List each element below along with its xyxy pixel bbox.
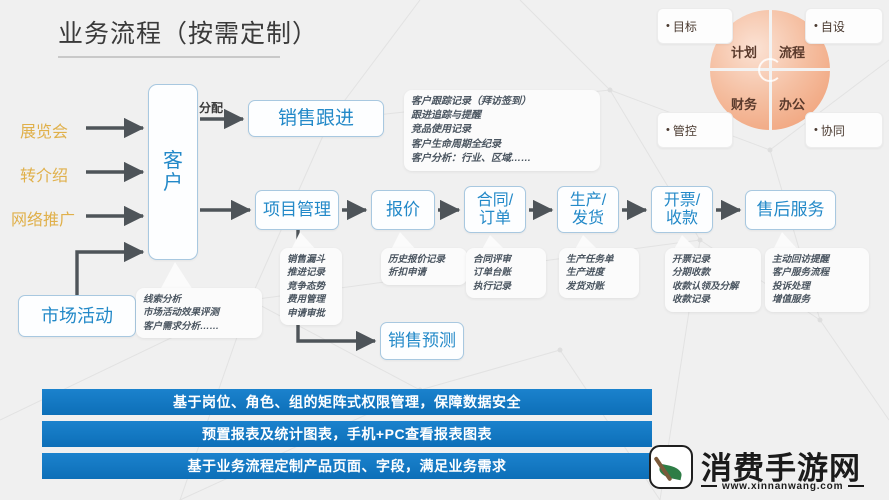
node-customer-line1: 客 xyxy=(163,149,183,172)
note-quotation: 历史报价记录 折扣申请 xyxy=(381,248,467,285)
corner-card-collaboration-label: 协同 xyxy=(820,123,845,138)
bullet-icon: • xyxy=(666,124,670,136)
note-sales-follow-up: 客户跟踪记录（拜访签到） 跟进追踪与提醒 竞品使用记录 客户生命周期全纪录 客户… xyxy=(404,90,600,171)
node-sales-forecast[interactable]: 销售预测 xyxy=(380,322,464,360)
node-after-sales-service[interactable]: 售后服务 xyxy=(745,190,836,230)
rule-right xyxy=(848,485,865,487)
source-label-referral: 转介绍 xyxy=(20,168,69,185)
watermark-site-name: 消费手游网 xyxy=(701,451,861,486)
node-market-activity[interactable]: 市场活动 xyxy=(18,295,136,337)
source-label-online-promotion: 网络推广 xyxy=(11,212,76,229)
banner-customization[interactable]: 基于业务流程定制产品页面、字段，满足业务需求 xyxy=(42,453,652,479)
node-quotation[interactable]: 报价 xyxy=(371,190,435,230)
watermark-url-row: www.xinnanwang.com xyxy=(701,480,883,492)
source-label-exhibition: 展览会 xyxy=(20,124,69,141)
corner-card-collaboration[interactable]: • 协同 xyxy=(805,112,883,148)
node-contract-order[interactable]: 合同/ 订单 xyxy=(464,186,526,233)
banner-permissions[interactable]: 基于岗位、角色、组的矩阵式权限管理，保障数据安全 xyxy=(42,389,652,415)
logo-icon xyxy=(649,445,693,489)
corner-card-control-label: 管控 xyxy=(672,123,697,138)
note-after-sales-service: 主动回访提醒 客户服务流程 投诉处理 增值服务 xyxy=(765,248,869,312)
node-sales-follow-up[interactable]: 销售跟进 xyxy=(248,100,384,137)
quadrant-label-plan: 计划 xyxy=(731,45,758,60)
site-watermark: 消费手游网 www.xinnanwang.com xyxy=(649,443,883,495)
rule-left xyxy=(701,485,717,487)
banner-reports[interactable]: 预置报表及统计图表，手机+PC查看报表图表 xyxy=(42,421,652,447)
quadrant-diagram: 计划 流程 财务 办公 • 目标 • 自设 • 管控 • 协同 xyxy=(655,2,885,170)
node-production-shipment[interactable]: 生产/ 发货 xyxy=(557,186,619,233)
corner-card-goal-label: 目标 xyxy=(672,19,697,34)
note-production-shipment: 生产任务单 生产进度 发货对账 xyxy=(559,248,639,299)
quadrant-label-finance: 财务 xyxy=(731,97,758,112)
note-invoice-payment: 开票记录 分期收款 收款认领及分解 收款记录 xyxy=(665,248,761,312)
title-underline xyxy=(58,56,280,58)
corner-card-self-config-label: 自设 xyxy=(820,19,845,34)
node-customer-line2: 户 xyxy=(163,172,183,194)
node-invoice-payment[interactable]: 开票/ 收款 xyxy=(651,186,713,233)
corner-card-goal[interactable]: • 目标 xyxy=(657,8,733,44)
bullet-icon: • xyxy=(814,124,818,136)
note-contract-order: 合同评审 订单台账 执行记录 xyxy=(466,248,546,299)
bullet-icon: • xyxy=(814,20,818,32)
node-customer[interactable]: 客 户 xyxy=(148,84,198,260)
watermark-url: www.xinnanwang.com xyxy=(722,480,844,492)
quadrant-label-process: 流程 xyxy=(779,45,806,60)
corner-card-control[interactable]: • 管控 xyxy=(657,112,733,148)
page-title: 业务流程（按需定制） xyxy=(58,20,319,48)
edge-label-assign: 分配 xyxy=(199,101,224,115)
corner-card-self-config[interactable]: • 自设 xyxy=(805,8,883,44)
node-project-management[interactable]: 项目管理 xyxy=(255,190,339,230)
note-project-management: 销售漏斗 推进记录 竞争态势 费用管理 申请审批 xyxy=(280,248,342,326)
bullet-icon: • xyxy=(666,20,670,32)
note-market-activity: 线索分析 市场活动效果评测 客户需求分析…… xyxy=(136,288,262,339)
quadrant-label-office: 办公 xyxy=(779,97,806,112)
refresh-cycle-icon xyxy=(758,58,782,82)
